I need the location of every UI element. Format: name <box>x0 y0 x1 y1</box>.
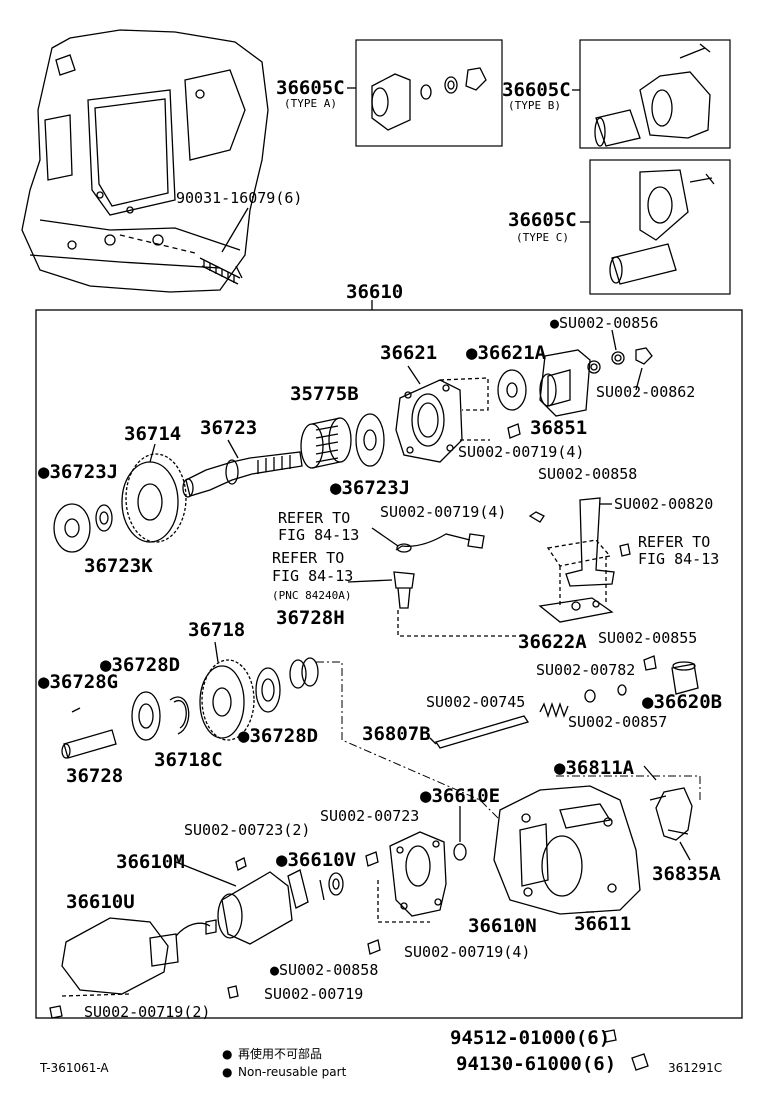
label-type-c: (TYPE C) <box>516 231 569 244</box>
label-su002-00719-2: SU002-00719(2) <box>84 1003 211 1021</box>
part-36718-gear <box>199 641 255 741</box>
assembly-box <box>35 300 743 1019</box>
speed-sensor <box>347 511 545 637</box>
label-36851: 36851 <box>530 417 588 439</box>
label-36610m: 36610M <box>116 851 185 873</box>
part-36851-flange <box>539 329 653 417</box>
label-36723j-a: ●36723J <box>38 461 119 483</box>
label-su002-00723-2: SU002-00723(2) <box>184 821 311 839</box>
part-36610v-washer <box>319 872 344 901</box>
label-36728d-b: ●36728D <box>238 725 319 747</box>
label-36605c-type-b: 36605C <box>502 79 571 101</box>
part-36723j-washer <box>53 503 113 553</box>
label-36610n: 36610N <box>468 915 537 937</box>
label-refer3-b: FIG 84-13 <box>638 550 720 568</box>
label-36621a: ●36621A <box>466 342 547 364</box>
legend-en: Non-reusable part <box>238 1065 347 1079</box>
type-a-box <box>347 39 503 147</box>
label-36622a: 36622A <box>518 631 587 653</box>
label-36610: 36610 <box>346 281 404 303</box>
label-su002-00745: SU002-00745 <box>426 693 526 711</box>
label-type-a: (TYPE A) <box>284 97 337 110</box>
part-36807b-rod <box>429 715 530 749</box>
label-36728h: 36728H <box>276 607 345 629</box>
label-su002-00820: SU002-00820 <box>614 495 714 513</box>
type-c-box <box>580 159 731 295</box>
part-36610n-housing <box>377 806 467 923</box>
label-36610u: 36610U <box>66 891 135 913</box>
part-36728-shaft <box>61 707 117 759</box>
legend-bullet-en: ● <box>222 1065 233 1079</box>
label-refer2-b: FIG 84-13 <box>272 567 354 585</box>
label-su002-00719-4c: SU002-00719(4) <box>404 943 531 961</box>
label-su002-00862: SU002-00862 <box>596 383 696 401</box>
part-su00745-spring <box>539 701 569 719</box>
label-su002-00719-4a: SU002-00719(4) <box>458 443 585 461</box>
label-36723j-b: ●36723J <box>330 477 411 499</box>
label-36723: 36723 <box>200 417 258 439</box>
part-36621-housing <box>395 365 490 463</box>
label-su002-00855: SU002-00855 <box>598 629 698 647</box>
label-36728d-a: ●36728D <box>100 654 181 676</box>
label-36621: 36621 <box>380 342 438 364</box>
label-refer1-b: FIG 84-13 <box>278 526 360 544</box>
part-36620b-bushing <box>584 655 699 703</box>
label-36610e: ●36610E <box>420 785 501 807</box>
small-bolts <box>365 423 649 1071</box>
part-36718c-snap-ring <box>169 696 190 735</box>
label-su002-00858a: SU002-00858 <box>538 465 638 483</box>
part-36728d-bearing <box>131 657 319 741</box>
label-36605c-type-a: 36605C <box>276 77 345 99</box>
label-36718: 36718 <box>188 619 246 641</box>
label-su002-00782: SU002-00782 <box>536 661 636 679</box>
label-stud: 90031-16079(6) <box>176 189 303 207</box>
label-36728: 36728 <box>66 765 124 787</box>
part-36610u-cover <box>49 917 239 1019</box>
label-36610v: ●36610V <box>276 849 357 871</box>
part-36723-shaft <box>182 439 303 498</box>
label-refer2-a: REFER TO <box>272 549 345 567</box>
stud-bolt <box>199 207 249 285</box>
label-36723k: 36723K <box>84 555 153 577</box>
label-36714: 36714 <box>124 423 182 445</box>
assembly-guide-lines <box>316 661 701 821</box>
label-36728g: ●36728G <box>38 671 119 693</box>
label-36807b: 36807B <box>362 723 431 745</box>
label-su002-00719-4b: SU002-00719(4) <box>380 503 507 521</box>
label-refer2-c: (PNC 84240A) <box>272 589 352 602</box>
label-su002-00719: SU002-00719 <box>264 985 364 1003</box>
label-94130: 94130-61000(6) <box>456 1053 617 1075</box>
label-35775b: 35775B <box>290 383 359 405</box>
label-type-b: (TYPE B) <box>508 99 561 112</box>
type-b-box <box>572 39 731 149</box>
label-refer1-a: REFER TO <box>278 509 351 527</box>
reference-code: 361291C <box>668 1061 723 1075</box>
label-36605c-type-c: 36605C <box>508 209 577 231</box>
legend-bullet-jp: ● <box>222 1047 233 1061</box>
part-36714-gear <box>121 443 187 543</box>
label-su002-00858b: ●SU002-00858 <box>270 961 379 979</box>
part-35775b-bearing <box>300 413 385 469</box>
label-36611: 36611 <box>574 913 632 935</box>
label-su002-00856: ●SU002-00856 <box>550 314 659 332</box>
part-36611-case <box>493 785 641 915</box>
part-36621a-washer <box>497 369 527 411</box>
figure-id: T-361061-A <box>40 1061 109 1075</box>
label-refer3-a: REFER TO <box>638 533 711 551</box>
transmission-case <box>21 29 269 293</box>
label-su002-00723: SU002-00723 <box>320 807 420 825</box>
label-36718c: 36718C <box>154 749 223 771</box>
label-36811a: ●36811A <box>554 757 635 779</box>
label-94512: 94512-01000(6) <box>450 1027 611 1049</box>
part-36622a-bracket <box>538 497 631 623</box>
legend-jp: 再使用不可部品 <box>238 1047 323 1061</box>
label-36620b: ●36620B <box>642 691 723 713</box>
label-36835a: 36835A <box>652 863 721 885</box>
label-su002-00857: SU002-00857 <box>568 713 668 731</box>
part-36610m-motor <box>175 857 309 945</box>
part-36835a-fork <box>643 765 693 861</box>
